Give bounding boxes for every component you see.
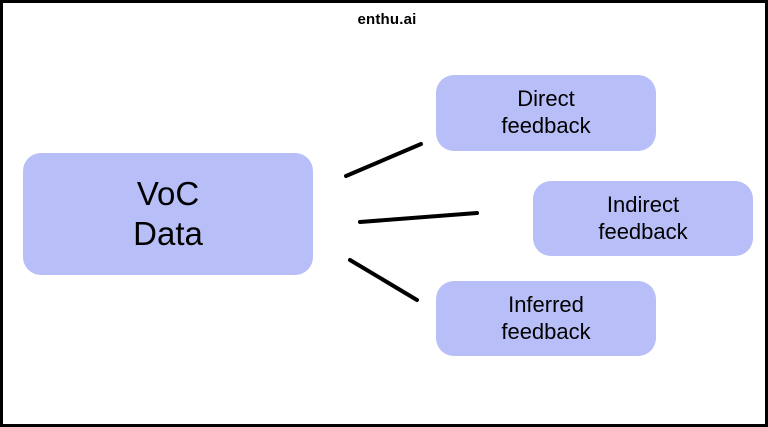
connector-to-indirect [358,211,479,224]
node-inferred-feedback[interactable]: Inferred feedback [436,281,656,356]
node-direct-feedback-line2: feedback [501,113,591,138]
node-indirect-feedback-line1: Indirect [606,191,680,217]
node-indirect-feedback-label: Indirect feedback [598,192,687,246]
node-inferred-feedback-label: Inferred feedback [501,292,590,346]
node-indirect-feedback[interactable]: Indirect feedback [533,181,753,256]
node-voc-data-line2: Data [133,215,203,252]
node-direct-feedback-line1: Direct [517,86,575,112]
node-voc-data-label: VoC Data [133,174,203,255]
connector-to-inferred [348,258,419,302]
node-indirect-feedback-line2: feedback [598,218,688,244]
node-inferred-feedback-line2: feedback [501,318,591,344]
page-title: enthu.ai [357,11,417,28]
connector-to-direct [344,142,423,178]
node-direct-feedback[interactable]: Direct feedback [436,75,656,151]
node-voc-data[interactable]: VoC Data [23,153,313,275]
node-voc-data-line1: VoC [136,174,200,212]
node-inferred-feedback-line1: Inferred [508,291,584,317]
node-direct-feedback-label: Direct feedback [501,86,590,140]
